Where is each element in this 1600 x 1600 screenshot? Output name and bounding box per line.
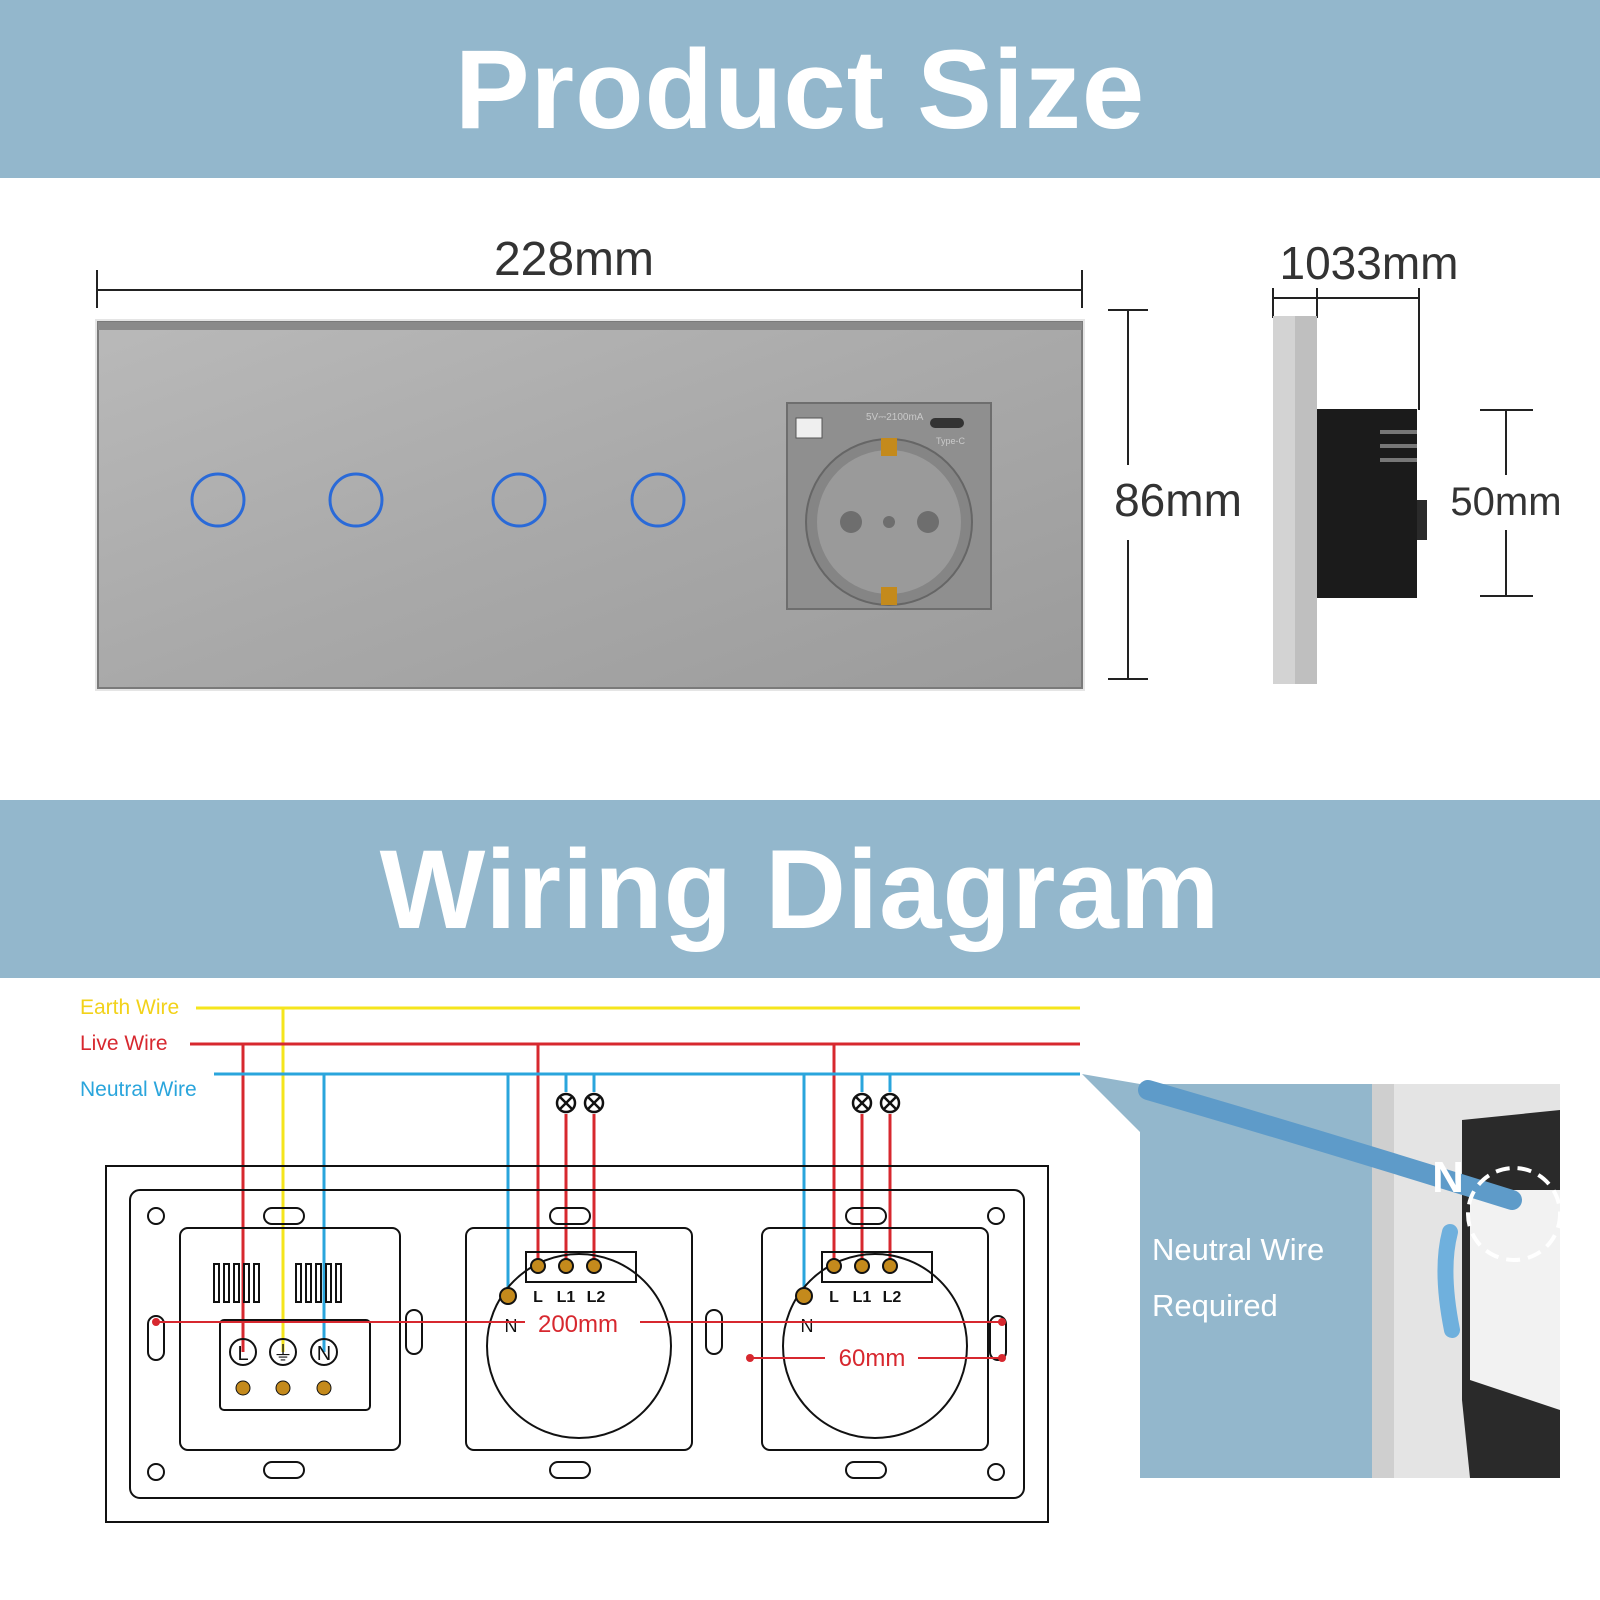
touch-button-icon	[190, 472, 246, 528]
center-dimension: 60mm	[746, 1345, 1006, 1372]
photo-caption-line2: Required	[1152, 1288, 1278, 1323]
wiring-diagram-illustration: Earth Wire Live Wire Neutral Wire	[80, 996, 1562, 1523]
product-size-title: Product Size	[454, 26, 1146, 152]
socket-terminal-earth: ⏚	[273, 1343, 293, 1365]
callout-pointer	[1082, 1074, 1140, 1132]
terminal-l: L	[533, 1289, 543, 1306]
terminal-l2: L2	[883, 1289, 902, 1306]
touch-button-icon	[491, 472, 547, 528]
switch-panel-front: 5V⎓2100mA Type-C	[95, 319, 1085, 691]
wiring-diagram-banner: Wiring Diagram	[0, 800, 1600, 978]
neutral-wire	[214, 1072, 1080, 1352]
socket-terminal-n: N	[317, 1343, 331, 1365]
touch-button-icon	[328, 472, 384, 528]
photo-n-label: N	[1432, 1153, 1464, 1202]
touch-button-icon	[630, 472, 686, 528]
neutral-wire-photo: N	[1138, 1080, 1562, 1478]
height-dimension: 86mm	[1108, 309, 1242, 680]
height-label: 86mm	[1114, 474, 1242, 526]
switch-module-2	[761, 1227, 989, 1451]
photo-caption-line1: Neutral Wire	[1152, 1232, 1324, 1267]
spacing-label: 200mm	[538, 1311, 618, 1338]
product-size-banner: Product Size	[0, 0, 1600, 178]
width-label: 228mm	[494, 233, 654, 286]
neutral-wire-label: Neutral Wire	[80, 1078, 197, 1101]
spacing-dimension: 200mm	[152, 1311, 1006, 1338]
terminal-l: L	[829, 1289, 839, 1306]
depth-dimension: 50mm	[1450, 409, 1562, 597]
terminal-n: N	[801, 1316, 814, 1336]
lamp-icon	[879, 1092, 901, 1114]
terminal-n: N	[505, 1316, 518, 1336]
terminal-l2: L2	[587, 1289, 606, 1306]
terminal-l1: L1	[853, 1289, 872, 1306]
switch-module-1	[465, 1227, 693, 1451]
usb-a-text: 5V⎓2100mA	[866, 412, 924, 423]
earth-wire	[196, 1006, 1080, 1352]
earth-wire-label: Earth Wire	[80, 996, 179, 1019]
wiring-diagram-title: Wiring Diagram	[379, 826, 1221, 952]
product-size-illustration: 228mm 5V⎓2100mA Type-C	[95, 233, 1562, 691]
depth-label: 50mm	[1450, 480, 1561, 524]
live-wire-label: Live Wire	[80, 1032, 168, 1055]
socket-module: 5V⎓2100mA Type-C	[786, 402, 992, 610]
terminal-l1: L1	[557, 1289, 576, 1306]
lamp-icon	[851, 1092, 873, 1114]
back-box	[105, 1165, 1049, 1523]
switch-side-view: 1033mm	[1272, 237, 1459, 684]
lamp-icon	[555, 1092, 577, 1114]
usb-c-text: Type-C	[936, 436, 966, 446]
lamp-icon	[583, 1092, 605, 1114]
width-dimension: 228mm	[96, 233, 1083, 308]
side-width-label: 1033mm	[1280, 237, 1459, 289]
socket-terminal-l: L	[237, 1343, 248, 1365]
center-label: 60mm	[839, 1345, 906, 1372]
socket-screws	[235, 1380, 332, 1396]
socket-insert	[179, 1227, 401, 1451]
